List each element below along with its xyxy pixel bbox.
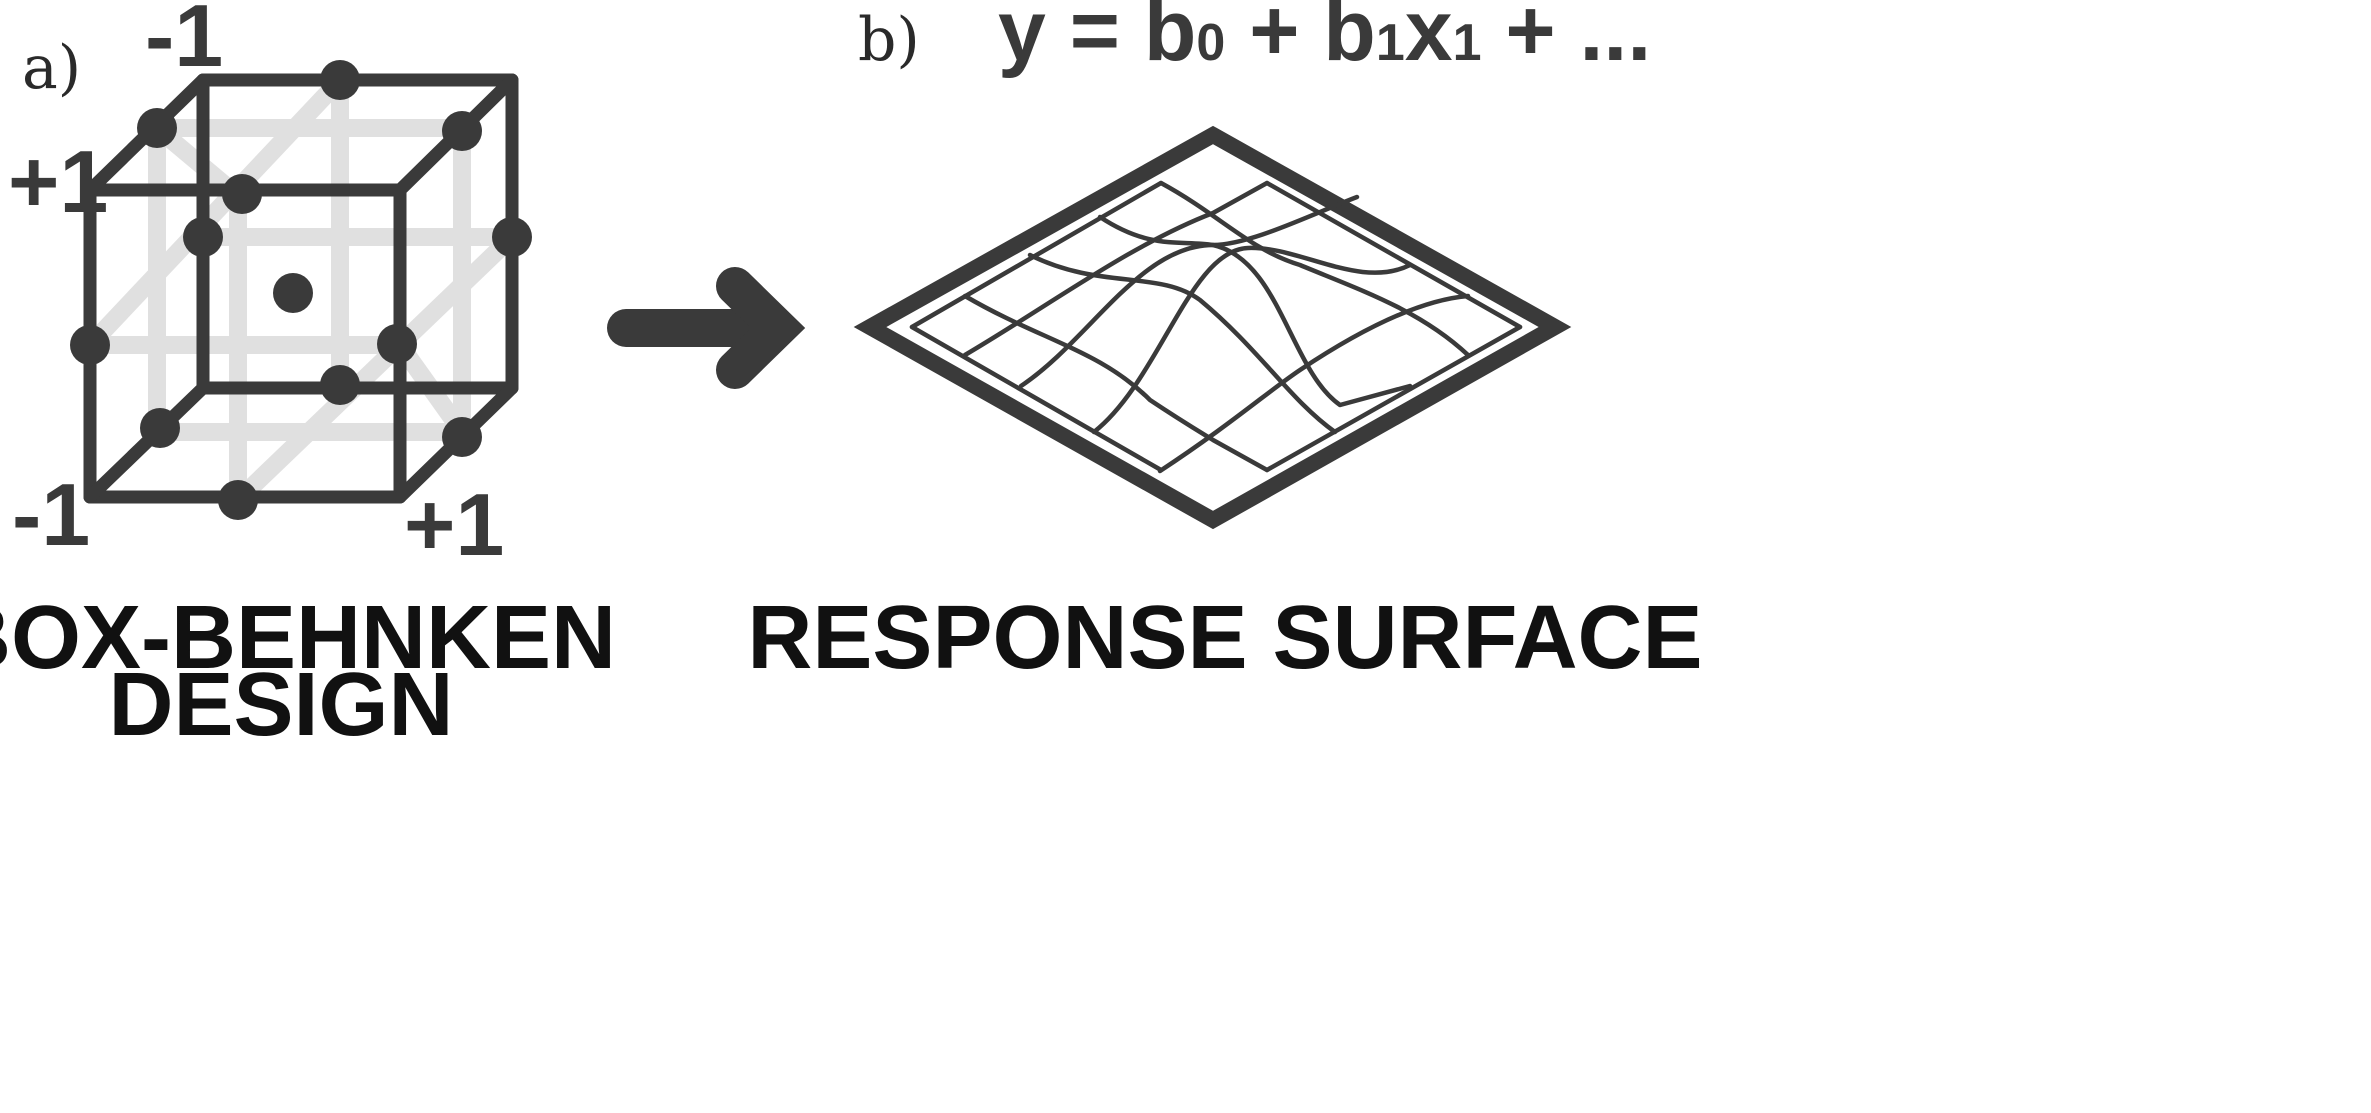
equation-suffix: + ...: [1482, 0, 1652, 79]
panel-b-caption: RESPONSE SURFACE: [747, 588, 1702, 688]
axis-label-right-lower: +1: [404, 475, 504, 574]
design-point-center: [273, 273, 313, 313]
response-equation: y = b0 + b1x1 + ...: [998, 0, 1651, 79]
panel-a-label: a): [22, 33, 81, 103]
panel-a: a): [0, 0, 616, 755]
equation-mid: + b: [1225, 0, 1376, 79]
axis-label-top: -1: [145, 0, 223, 85]
design-point: [222, 174, 262, 214]
axis-label-left-upper: +1: [8, 132, 108, 231]
response-surface-mesh: [909, 180, 1523, 474]
design-point: [377, 324, 417, 364]
equation-sub-0: 0: [1196, 14, 1225, 72]
design-point: [137, 108, 177, 148]
panel-b-label: b): [858, 5, 920, 75]
equation-sub-1b: 1: [1453, 14, 1482, 72]
design-point: [320, 60, 360, 100]
design-points: [70, 60, 532, 520]
design-point: [183, 217, 223, 257]
design-point: [492, 217, 532, 257]
panel-a-caption-line1: BOX-BEHNKEN: [0, 588, 616, 688]
design-point: [442, 417, 482, 457]
design-point: [320, 365, 360, 405]
equation-x: x: [1405, 0, 1453, 79]
design-point: [218, 480, 258, 520]
equation-prefix: y = b: [998, 0, 1196, 79]
panel-a-caption-line2: DESIGN: [108, 655, 453, 755]
design-point: [140, 408, 180, 448]
response-surface-frame: [853, 125, 1572, 530]
right-arrow-icon: [607, 267, 806, 389]
design-point: [70, 325, 110, 365]
design-point: [442, 111, 482, 151]
panel-b: b) y = b0 + b1x1 + ... RESPONSE SURFACE: [747, 0, 1702, 688]
equation-sub-1: 1: [1376, 14, 1405, 72]
axis-label-left-lower: -1: [12, 465, 90, 564]
